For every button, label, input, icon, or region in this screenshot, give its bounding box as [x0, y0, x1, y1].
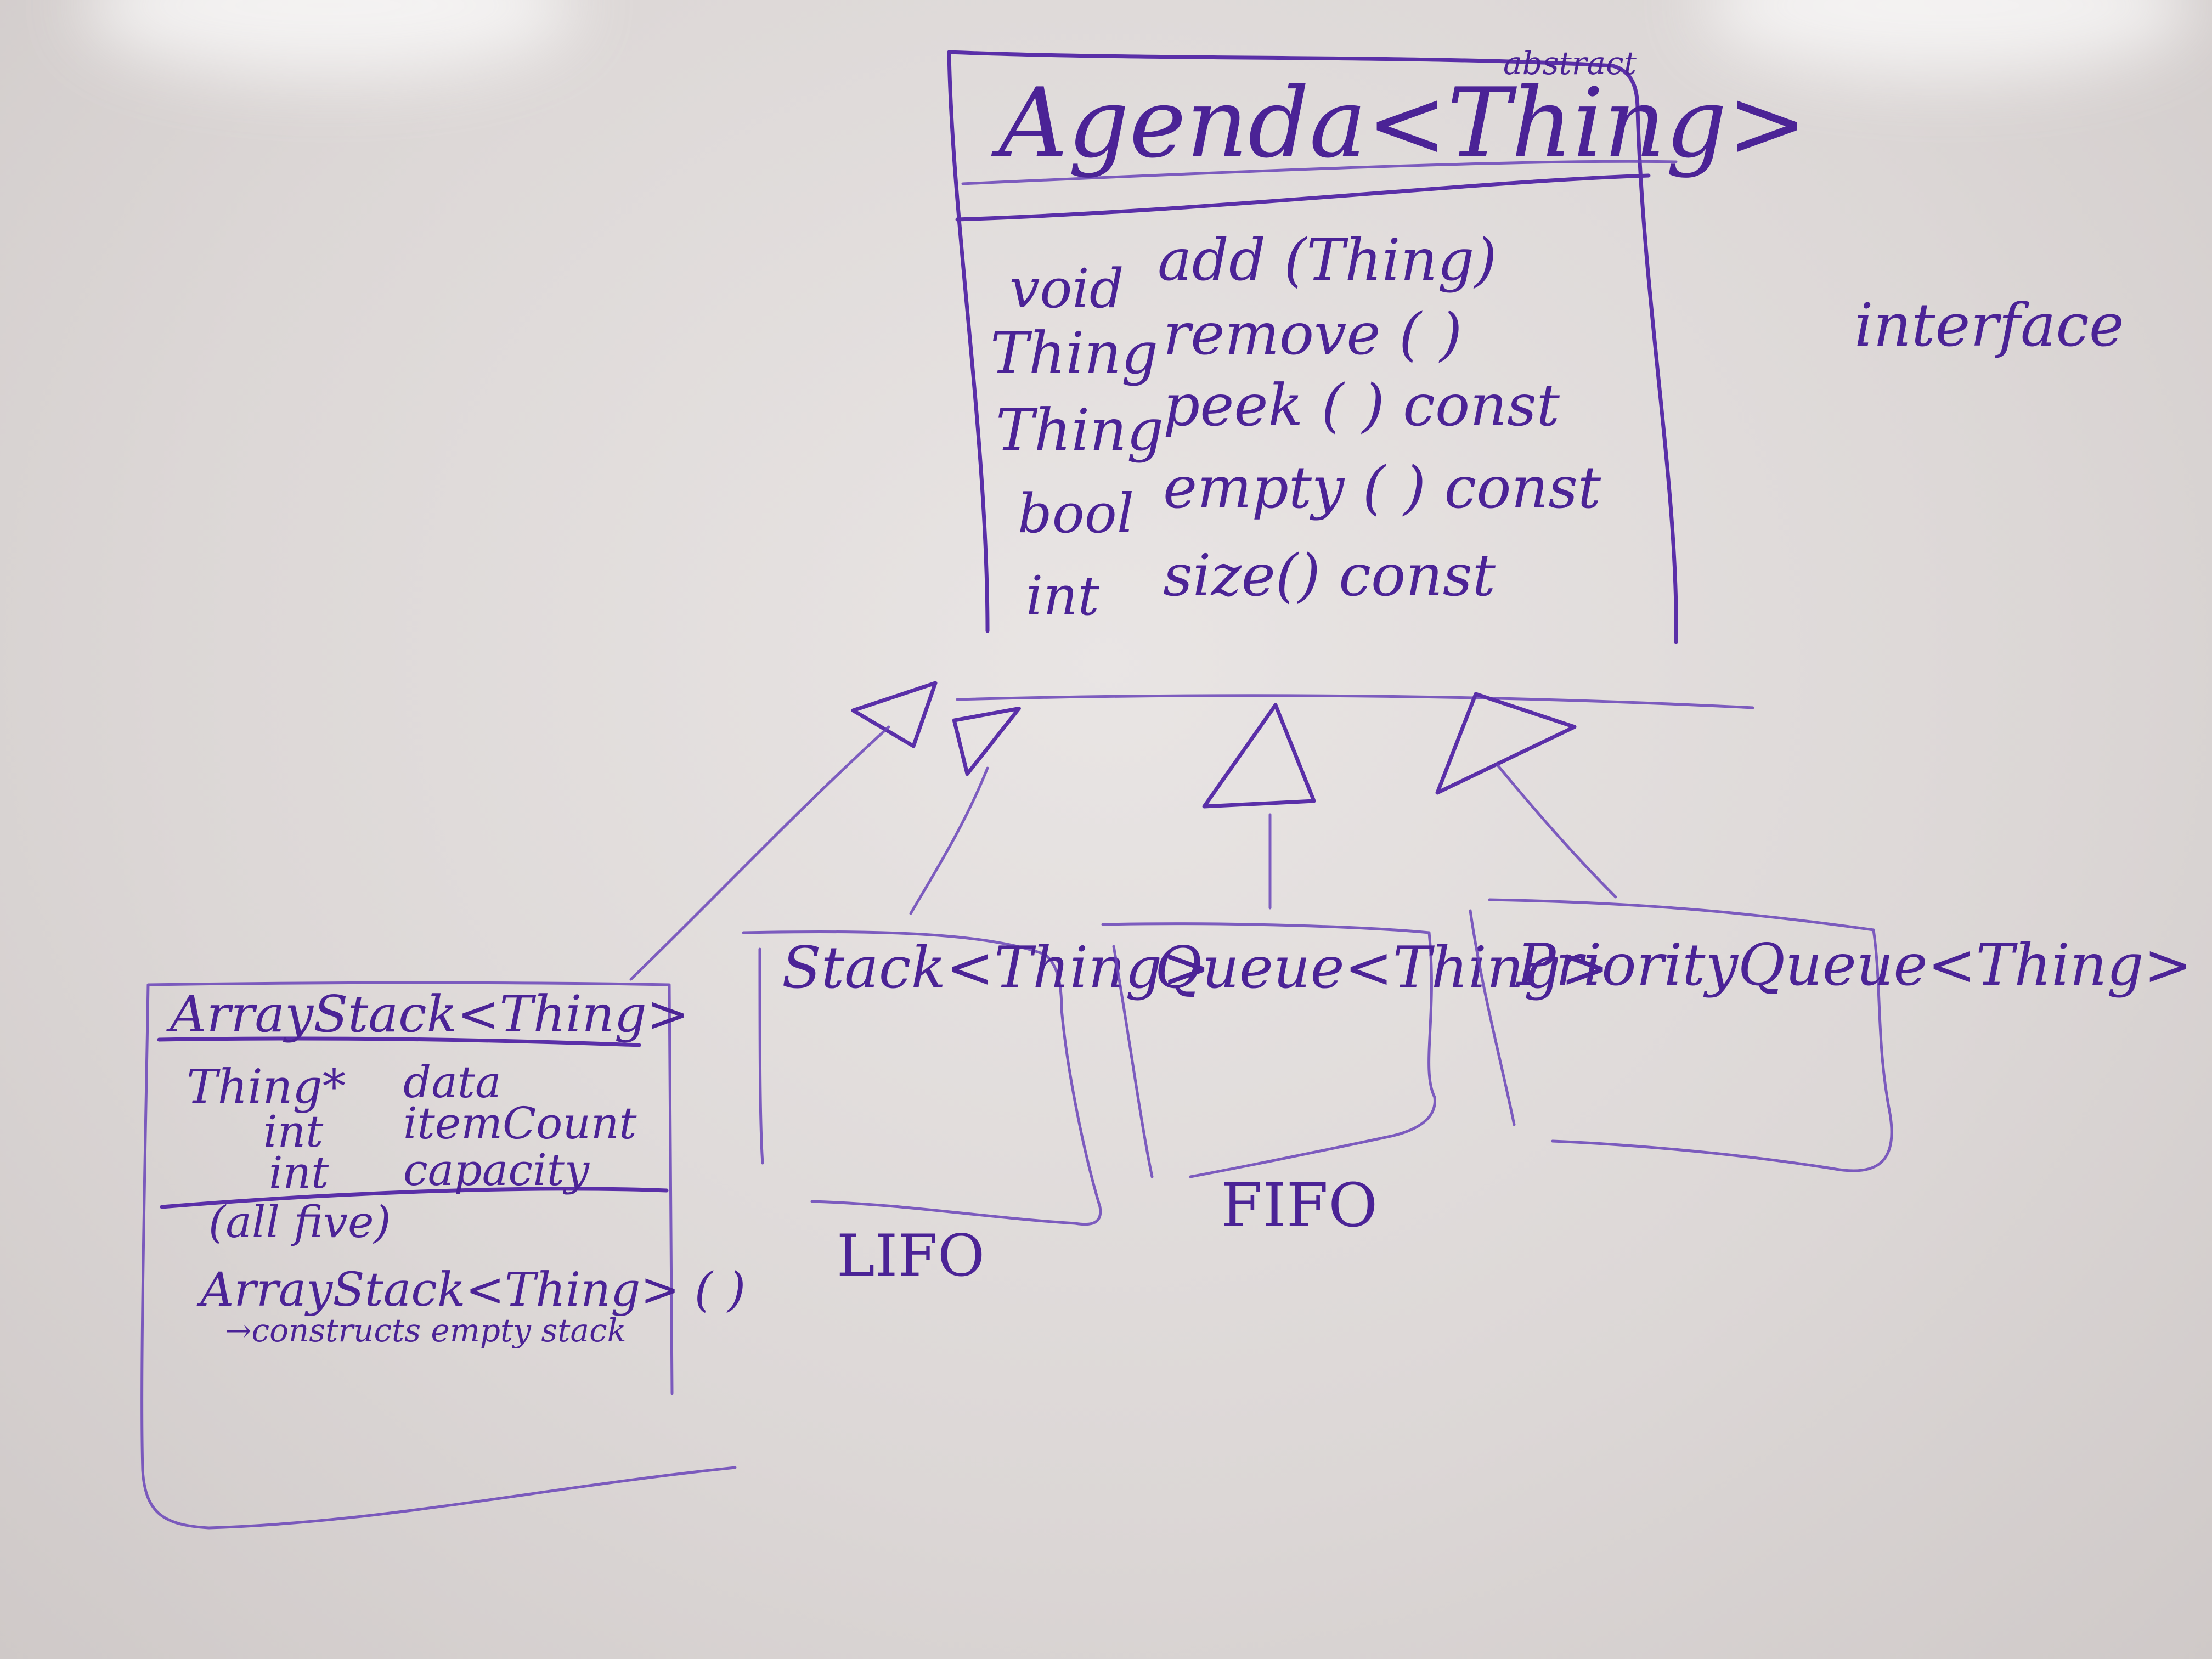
arraystack-title: ArrayStack<Thing>: [166, 985, 689, 1043]
agenda-title-divider-2: [961, 160, 1678, 185]
inheritance-arrows: [629, 681, 1617, 981]
arraystack-constructor-note: →constructs empty stack: [225, 1312, 627, 1349]
agenda-method-3-return: Thing: [996, 397, 1164, 464]
queue-label: FIFO: [1221, 1170, 1378, 1240]
agenda-method-5-signature: size() const: [1163, 542, 1496, 609]
arraystack-field-2-type: int: [263, 1106, 324, 1157]
agenda-method-1-signature: add (Thing): [1158, 227, 1497, 294]
arraystack-field-1-type: Thing*: [187, 1060, 346, 1114]
hierarchy-bar: [956, 694, 1754, 709]
agenda-box-outline: [947, 50, 1678, 644]
arraystack-constructor: ArrayStack<Thing> ( ): [196, 1263, 746, 1317]
arraystack-field-2-name: itemCount: [403, 1098, 637, 1149]
agenda-stereotype: abstract: [1503, 44, 1637, 82]
agenda-method-4-signature: empty ( ) const: [1163, 454, 1601, 521]
line-arraystack: [629, 725, 890, 981]
arrowhead-stack: [952, 706, 1021, 776]
agenda-method-2-return: Thing: [990, 320, 1158, 387]
agenda-class-box: abstract Agenda<Thing> void add (Thing) …: [947, 44, 1807, 644]
arraystack-field-3-name: capacity: [403, 1144, 590, 1195]
stack-box-outline: [742, 930, 1102, 1226]
stack-class-box: Stack<Thing> LIFO: [742, 930, 1210, 1289]
stack-label: LIFO: [837, 1222, 985, 1289]
arraystack-note: (all five): [208, 1197, 391, 1248]
arrowhead-queue: [1202, 703, 1316, 809]
arrowhead-priorityqueue: [1435, 692, 1577, 795]
line-priorityqueue: [1496, 764, 1617, 899]
arraystack-title-divider: [157, 1036, 641, 1047]
queue-box-outline: [1101, 922, 1436, 1178]
arraystack-box-outline: [140, 981, 737, 1530]
agenda-method-3-signature: peek ( ) const: [1163, 372, 1560, 439]
arraystack-field-3-type: int: [269, 1147, 329, 1198]
arraystack-field-divider: [160, 1187, 669, 1209]
agenda-method-5-return: int: [1026, 565, 1099, 628]
arraystack-class-box: ArrayStack<Thing> Thing* data int itemCo…: [140, 981, 746, 1530]
agenda-method-4-return: bool: [1018, 483, 1134, 545]
arrowhead-arraystack: [851, 681, 938, 748]
stack-title: Stack<Thing>: [782, 934, 1210, 1001]
priorityqueue-class-box: PriorityQueue<Thing>: [1469, 898, 2192, 1172]
queue-class-box: Queue<Thing> FIFO: [1101, 922, 1609, 1240]
priorityqueue-title: PriorityQueue<Thing>: [1516, 932, 2192, 998]
priorityqueue-box-outline: [1469, 898, 1893, 1172]
queue-title: Queue<Thing>: [1155, 934, 1609, 1001]
agenda-title: Agenda<Thing>: [991, 68, 1807, 179]
agenda-method-2-signature: remove ( ): [1163, 301, 1462, 368]
interface-note: interface: [1854, 291, 2124, 360]
agenda-method-1-return: void: [1009, 258, 1124, 320]
agenda-title-divider: [955, 173, 1651, 222]
arraystack-field-1-name: data: [403, 1057, 501, 1108]
line-stack: [909, 766, 989, 915]
